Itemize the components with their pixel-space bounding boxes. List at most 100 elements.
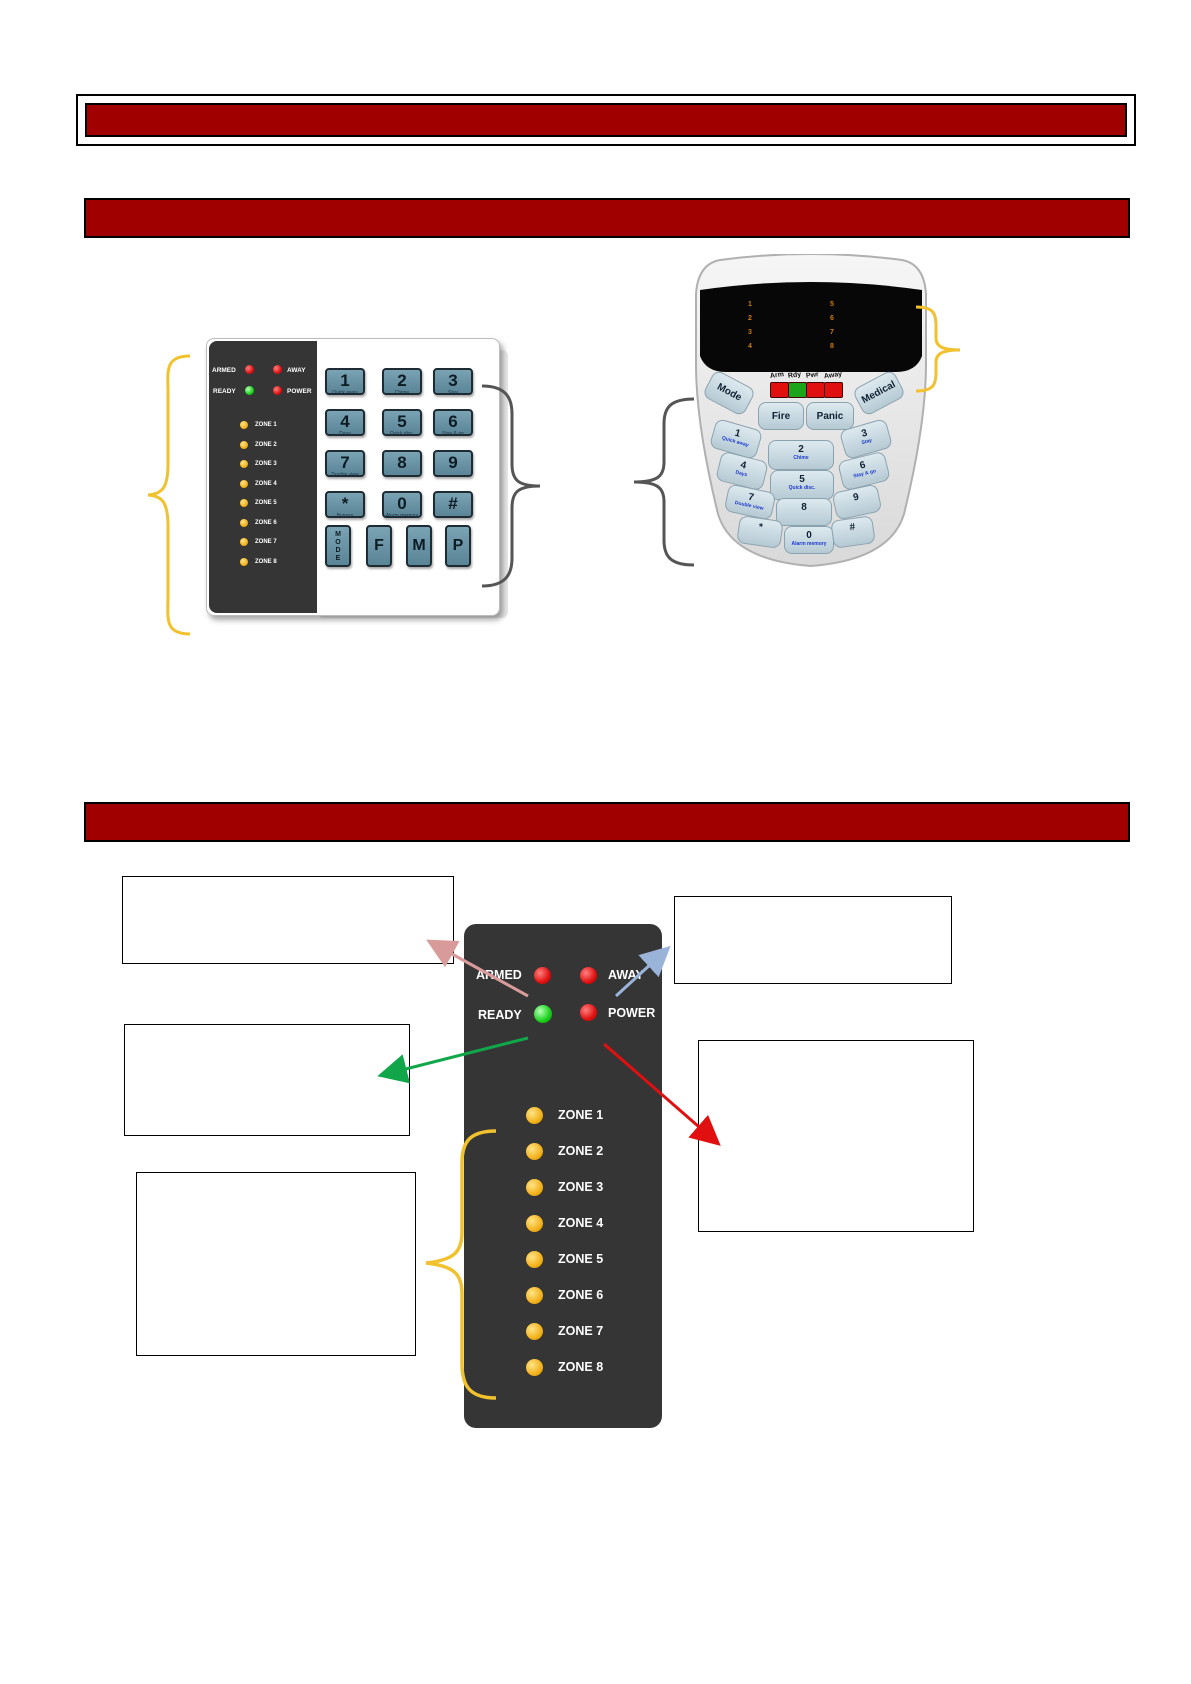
arrow-power [603,1042,721,1146]
kp1-zone-label: ZONE 3 [255,461,277,467]
kp1-key-number: * [341,494,349,513]
kp2-key-sublabel: Alarm memory [791,541,827,547]
kp1-key-sublabel: Quick away [332,390,358,396]
kp1-zone-led [240,479,248,488]
kp2-key-number: 5 [799,474,805,485]
kp1-zone-led [240,421,248,429]
callout-zones [136,1172,416,1356]
kp2-function-key[interactable]: Fire [758,402,804,430]
callout-ready [124,1024,410,1136]
kp1-key-sublabel: Chime [394,390,410,396]
kp1-key-number: 8 [397,453,407,472]
kp1-key-sublabel: Stay & go [442,431,464,437]
kp1-keys-brace [481,384,541,588]
arrow-armed [426,939,529,998]
kp2-key-number: 2 [798,444,804,455]
kp1-key-number: 5 [397,412,407,431]
kp2-key[interactable]: 8 [776,498,832,526]
kp1-key-sublabel: Alarm memory [385,513,419,519]
kp1-key-number: 6 [448,412,458,431]
kp2-function-key-label: Panic [816,411,844,422]
kp1-away-led [273,365,282,374]
kp2-zone-number: 8 [830,343,834,350]
kp1-m-key[interactable]: M [406,525,432,567]
kp1-power-led [273,386,282,395]
kp2-keys-brace [633,397,695,567]
detail-zone-led [526,1323,543,1340]
kp2-zone-number: 2 [748,315,752,322]
detail-power-led [580,1004,597,1021]
arrow-ready [377,1036,529,1084]
detail-zone-label: ZONE 8 [558,1360,604,1374]
kp1-key-sublabel: Bypass [336,513,354,519]
kp1-zone-led [240,440,248,449]
detail-ready-led [534,1005,552,1023]
kp1-key-sublabel: Quick disc. [389,431,415,437]
callout-power [698,1040,974,1232]
kp1-zone-brace [147,354,191,636]
detail-zone-led [526,1251,543,1268]
kp2-key-number: 0 [806,530,812,541]
kp1-key-number: 7 [340,453,350,472]
detail-zone-label: ZONE 3 [558,1180,604,1194]
kp2-display-brace [915,305,961,393]
kp1-key[interactable]: 8 [382,450,422,477]
kp1-zone-label: ZONE 5 [255,500,277,506]
kp1-mode-key[interactable]: M O D E [325,525,351,567]
section-header-indicators [84,802,1130,842]
kp1-key[interactable]: *Bypass [325,491,365,519]
arrow-away [614,945,671,998]
kp1-zone-label: ZONE 4 [255,480,277,487]
detail-zone-led [526,1215,543,1232]
kp1-key-number: 0 [397,494,407,513]
kp1-armed-led [245,365,254,374]
kp1-label-away: AWAY [287,367,306,374]
kp1-f-key[interactable]: F [366,525,392,567]
kp1-key-number: 2 [397,371,407,390]
detail-away-led [580,967,597,984]
kp1-p-key[interactable]: P [445,525,471,567]
kp1-zone-led [240,518,248,527]
detail-armed-led [534,967,551,984]
detail-label-power: POWER [608,1006,656,1020]
kp1-key-sublabel: Days [339,431,351,437]
kp1-zone-label: ZONE 1 [255,422,277,428]
kp1-zone-led [240,538,248,546]
document-title-bar [85,103,1127,137]
kp1-key[interactable]: # [433,491,473,518]
detail-zone-led [526,1287,543,1304]
callout-away [674,896,952,984]
detail-zone-label: ZONE 5 [558,1252,604,1266]
kp1-zone-label: ZONE 7 [255,539,277,545]
kp1-label-power: POWER [287,388,312,395]
kp1-label-ready: READY [213,388,236,395]
detail-zone-label: ZONE 2 [558,1144,604,1158]
kp2-indicator-light [824,382,843,398]
kp1-key-label: M O D E [335,531,341,562]
kp1-zone-label: ZONE 2 [255,441,277,448]
kp1-key-label: P [452,537,464,554]
detail-zone-led [526,1359,543,1376]
kp1-key-number: 3 [448,371,458,390]
kp2-function-key[interactable]: Panic [806,402,854,430]
kp1-zone-led [240,557,248,566]
kp1-key-sublabel: Double view [331,472,359,478]
kp1-key[interactable]: 9 [433,450,473,477]
kp2-key-number: 8 [801,502,807,513]
kp2-function-key-label: Fire [771,411,791,422]
kp1-zone-label: ZONE 6 [255,519,277,526]
kp2-zone-number: 6 [830,315,834,322]
